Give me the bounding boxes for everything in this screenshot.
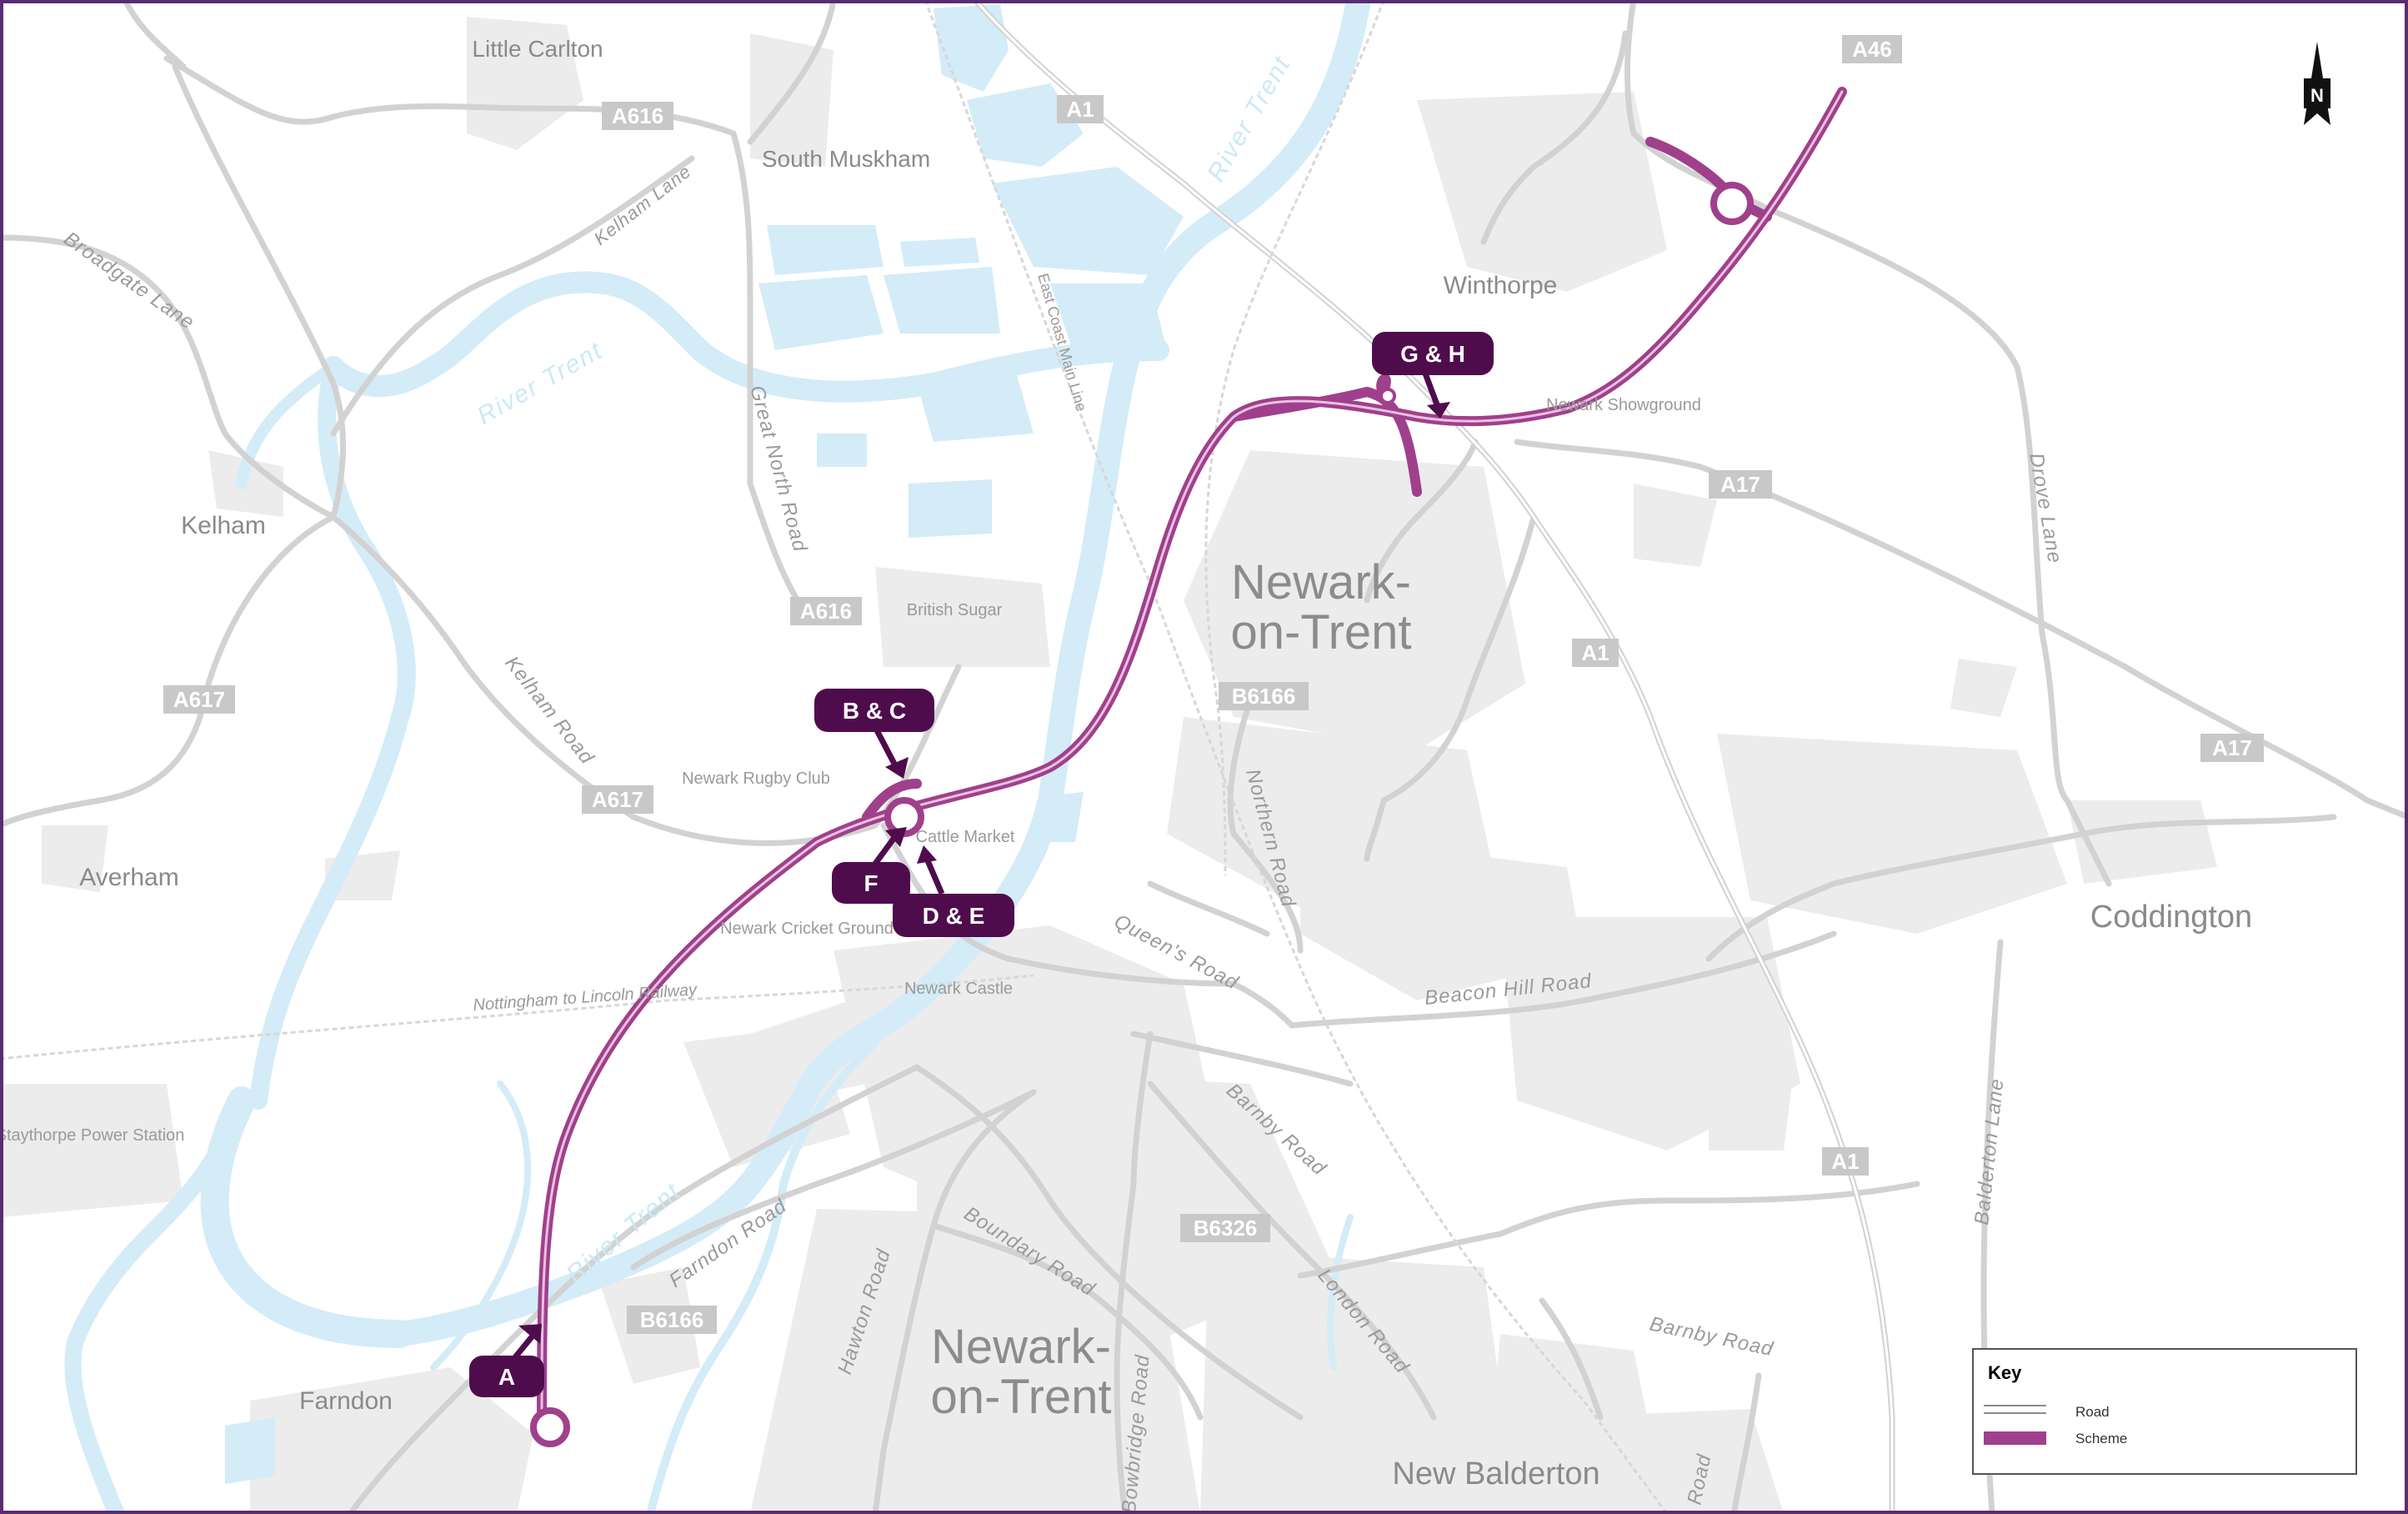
svg-text:B & C: B & C [843,698,906,724]
svg-text:B6166: B6166 [640,1307,704,1332]
feature-british-sugar: British Sugar [907,601,1003,619]
road-label: Great North Road [745,384,811,554]
svg-text:A17: A17 [2212,735,2252,760]
shield-a616: A616 [790,597,862,625]
water-features [225,4,1184,1484]
feature-showground: Newark Showground [1546,396,1701,414]
callout-de: D & E [893,845,1014,937]
svg-text:A617: A617 [592,787,643,812]
road-label: Barnby Road [1648,1312,1775,1361]
place-farndon: Farndon [299,1387,393,1415]
river-label: River Trent [473,336,608,430]
shield-a17: A17 [1709,470,1772,499]
shield-a17: A17 [2200,734,2264,762]
callout-f: F [832,827,910,904]
svg-text:G & H: G & H [1400,341,1465,367]
feature-power-station: Staythorpe Power Station [0,1126,184,1145]
place-winthorpe: Winthorpe [1444,272,1558,299]
feature-cricket-ground: Newark Cricket Ground [720,920,894,938]
svg-text:B6326: B6326 [1194,1216,1258,1241]
place-newark: on-Trent [1230,605,1411,659]
road-label: Drove Lane [2025,451,2066,565]
place-newark: Newark- [1231,555,1411,609]
shield-a616: A616 [602,102,673,130]
scheme-route [530,87,1847,1447]
shield-b6166: B6166 [1219,682,1309,710]
scheme-callouts: A B & C F D & E G & H [469,332,1494,1397]
place-newark-south: on-Trent [930,1370,1111,1424]
svg-text:F: F [864,870,878,896]
svg-text:A1: A1 [1831,1149,1859,1174]
shield-a46: A46 [1842,35,1902,63]
shield-b6326: B6326 [1180,1214,1270,1242]
road-label: Broadgate Lane [60,228,199,334]
feature-castle: Newark Castle [904,980,1013,998]
road-label: Balderton Lane [1970,1077,2008,1226]
callout-a: A [469,1324,544,1397]
key-title: Key [1988,1362,2022,1383]
feature-cattle-market: Cattle Market [916,828,1015,846]
svg-text:A1: A1 [1066,97,1094,122]
rail-nottingham-label: Nottingham to Lincoln Railway [473,980,698,1015]
shield-a1: A1 [1822,1147,1869,1176]
place-little-carlton: Little Carlton [472,36,603,62]
railways [0,0,1669,1514]
shield-a1: A1 [1572,639,1619,667]
place-kelham: Kelham [181,512,266,539]
svg-text:A46: A46 [1852,37,1892,62]
map-key: Key Road Scheme [1972,1348,2357,1475]
river-trent [64,0,1371,1514]
road-shields: A46 A1 A616 A616 A617 A617 A17 A17 A1 A1… [163,35,2264,1334]
north-arrow: N [2304,42,2330,125]
key-scheme-label: Scheme [2075,1431,2127,1446]
callout-bc: B & C [814,689,934,779]
shield-a617: A617 [163,685,235,714]
shield-b6166: B6166 [627,1306,717,1334]
svg-text:A17: A17 [1720,472,1760,497]
svg-text:B6166: B6166 [1232,684,1296,709]
place-labels: Little Carlton South Muskham Winthorpe K… [79,36,2252,1491]
road-label: Kelham Lane [590,161,695,249]
svg-text:A616: A616 [800,599,852,624]
callout-gh: G & H [1372,332,1494,419]
svg-text:D & E: D & E [923,903,985,929]
svg-text:A616: A616 [612,103,663,128]
svg-text:A617: A617 [173,687,225,712]
svg-text:A: A [498,1364,515,1390]
feature-rugby-club: Newark Rugby Club [682,770,830,788]
place-new-balderton: New Balderton [1392,1456,1599,1491]
place-south-muskham: South Muskham [762,146,930,172]
shield-a617: A617 [582,785,653,814]
svg-text:A1: A1 [1581,640,1609,665]
shield-a1: A1 [1057,95,1104,123]
place-newark-south: Newark- [931,1320,1111,1374]
built-up-areas [0,17,2217,1514]
place-coddington: Coddington [2090,900,2252,935]
place-averham: Averham [79,864,179,891]
north-arrow-label: N [2310,85,2324,106]
key-road-label: Road [2075,1404,2110,1420]
